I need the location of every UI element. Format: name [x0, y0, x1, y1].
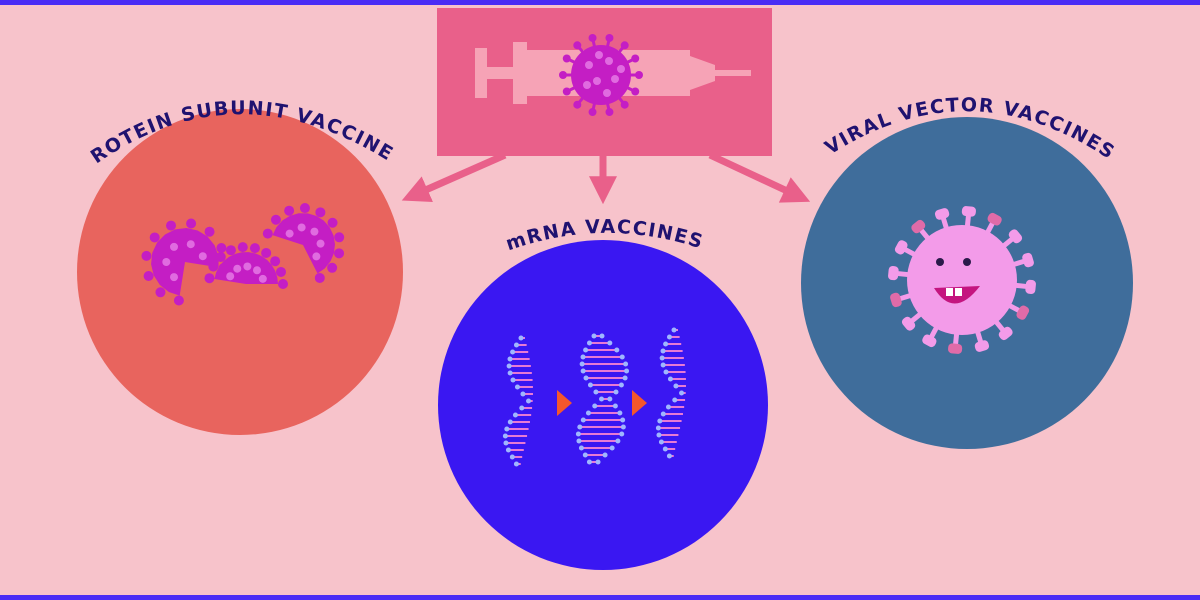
top-border [0, 0, 1200, 5]
mrna-section: mRNA VACCINES [438, 216, 768, 570]
arrows [401, 151, 811, 205]
arrow-to-protein [401, 151, 507, 203]
rna-strand-icon [502, 327, 686, 467]
coronavirus-icon [559, 33, 643, 117]
viral-vector-section: VIRAL VECTOR VACCINES [801, 94, 1133, 449]
smiling-virus-icon [888, 206, 1036, 354]
syringe-panel [437, 8, 772, 156]
protein-fragment-icon [141, 203, 345, 306]
protein-subunit-section: PROTEIN SUBUNIT VACCINES [0, 0, 403, 435]
bottom-border [0, 595, 1200, 600]
chevron-right-icon [557, 390, 572, 416]
arrow-to-viral [708, 151, 811, 203]
chevron-right-icon-2 [632, 390, 647, 416]
